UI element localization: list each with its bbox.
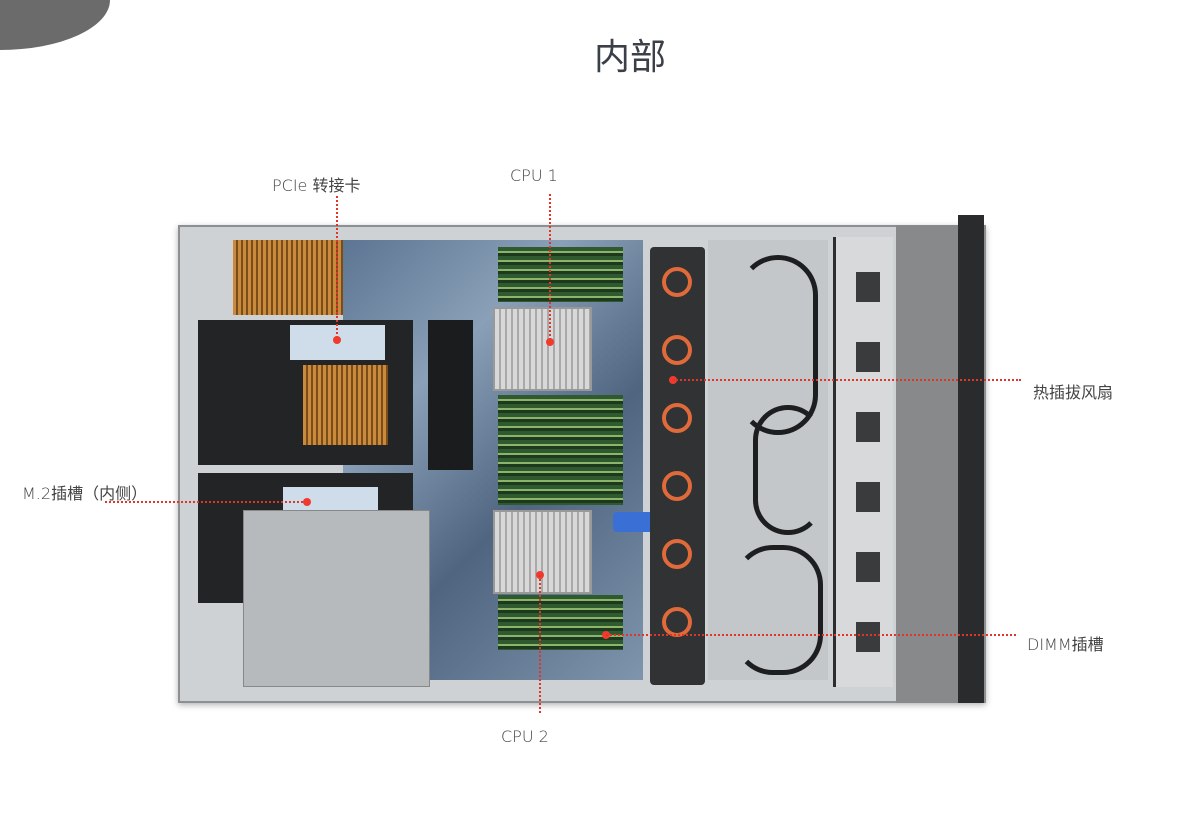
label-pcie-riser: PCIe 转接卡 [272,176,361,195]
dimm-bank-3 [498,595,623,650]
drive-bay [856,552,880,582]
marker-pcie [333,336,341,344]
cable [733,545,823,675]
dimm-bank-1 [498,247,623,302]
blue-touchpoint [613,512,658,532]
label-hot-swap-fans: 热插拔风扇 [1033,383,1114,402]
drive-bay [856,482,880,512]
drive-bay [856,342,880,372]
leader-line-cpu2 [539,575,541,713]
fan-ring [662,471,692,501]
fan-ring [662,403,692,433]
label-dimm-slots: DIMM插槽 [1027,635,1104,654]
dimm-bank-2 [498,395,623,505]
backplane [833,237,893,687]
leader-line-dimm [606,634,1016,636]
leader-line-pcie [336,196,338,338]
drive-bay [856,622,880,652]
front-bezel [896,225,958,703]
leader-line-fans [673,379,1021,381]
rack-ear [958,215,984,703]
leader-line-m2 [105,501,307,503]
drive-bay [856,412,880,442]
pcie-card-heatsink [233,240,343,315]
fan-ring [662,607,692,637]
cpu1-heatsink [493,307,592,391]
fan-ring [662,539,692,569]
marker-cpu1 [546,338,554,346]
fan-wall [650,247,705,685]
raid-card [428,320,473,470]
riser-heatsink [303,365,388,445]
leader-line-cpu1 [549,194,551,340]
cable-area [708,240,828,680]
marker-m2 [303,498,311,506]
drive-cage [243,510,430,687]
label-cpu1: CPU 1 [510,166,558,185]
drive-bay [856,272,880,302]
label-m2-slot: M.2插槽（内侧） [22,484,148,503]
label-cpu2: CPU 2 [501,727,549,746]
fan-ring [662,267,692,297]
server-interior-image [178,215,986,703]
fan-ring [662,335,692,365]
cpu2-heatsink [493,510,592,594]
page-title: 内部 [593,37,666,78]
cable [753,405,823,535]
